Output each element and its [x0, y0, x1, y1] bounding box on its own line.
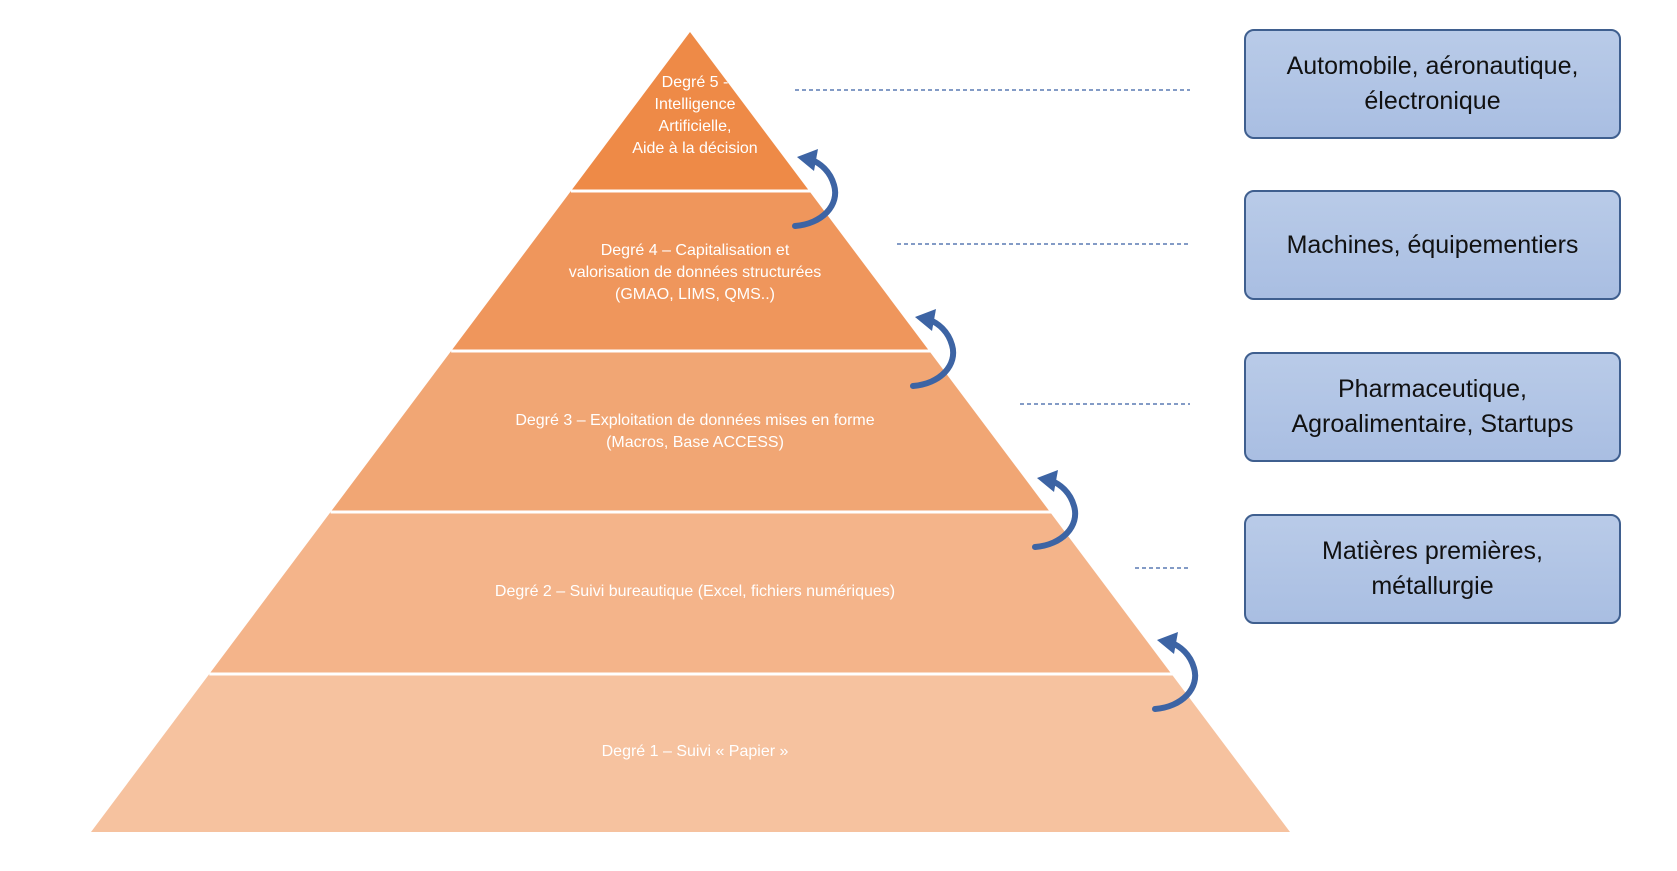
curved-arrow-icon — [792, 149, 839, 229]
curved-arrow-icon — [1032, 470, 1079, 550]
level-1-label: Degré 1 – Suivi « Papier » — [601, 743, 789, 760]
curved-arrow-icon — [1152, 632, 1199, 712]
pyramid-level-2 — [209, 512, 1172, 674]
level-4-label: Degré 4 – Capitalisation et valorisation… — [568, 242, 822, 303]
sector-label: Matières premières, métallurgie — [1322, 537, 1543, 600]
pyramid-level-3 — [330, 351, 1051, 512]
level-5-label: Degré 5 - Intelligence Artificielle, Aid… — [632, 74, 758, 157]
sector-label: Automobile, aéronautique, électronique — [1286, 52, 1579, 115]
sector-box-automobile: Automobile, aéronautique, électronique — [1244, 29, 1621, 139]
curved-arrow-icon — [910, 309, 957, 389]
pyramid-level-4 — [451, 191, 930, 351]
sector-box-matieres: Matières premières, métallurgie — [1244, 514, 1621, 624]
pyramid-level-5 — [570, 32, 810, 191]
pyramid-level-1 — [91, 674, 1290, 832]
sector-box-machines: Machines, équipementiers — [1244, 190, 1621, 300]
level-3-label: Degré 3 – Exploitation de données mises … — [515, 412, 875, 451]
sector-box-pharma: Pharmaceutique, Agroalimentaire, Startup… — [1244, 352, 1621, 462]
level-2-label: Degré 2 – Suivi bureautique (Excel, fich… — [494, 583, 896, 600]
sector-label: Pharmaceutique, Agroalimentaire, Startup… — [1291, 375, 1574, 438]
sector-label: Machines, équipementiers — [1286, 230, 1579, 259]
